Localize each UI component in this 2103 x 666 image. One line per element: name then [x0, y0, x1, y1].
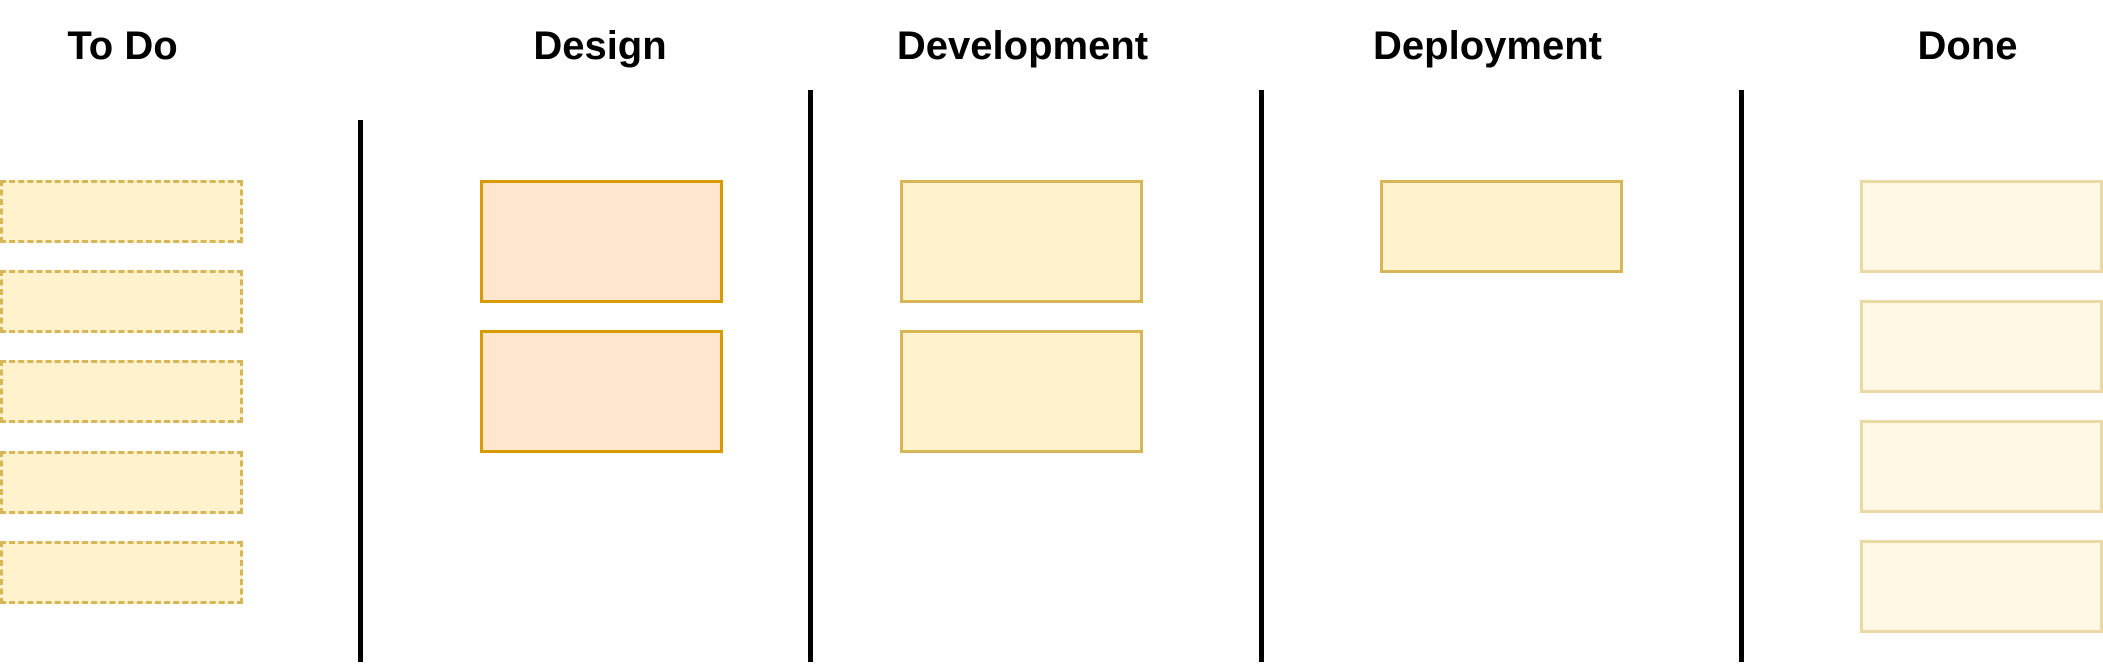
column-title-todo: To Do — [67, 24, 178, 68]
column-divider-2 — [808, 90, 813, 662]
column-title-design: Design — [533, 24, 667, 68]
design-card[interactable] — [480, 180, 723, 303]
todo-card[interactable] — [0, 180, 243, 243]
column-title-done: Done — [1917, 24, 2018, 68]
done-card[interactable] — [1860, 540, 2103, 633]
development-card[interactable] — [900, 180, 1143, 303]
column-divider-1 — [358, 120, 363, 662]
design-card[interactable] — [480, 330, 723, 453]
done-card[interactable] — [1860, 180, 2103, 273]
todo-card[interactable] — [0, 541, 243, 604]
development-card[interactable] — [900, 330, 1143, 453]
column-divider-3 — [1259, 90, 1264, 662]
done-card[interactable] — [1860, 300, 2103, 393]
deployment-card[interactable] — [1380, 180, 1623, 273]
column-title-development: Development — [896, 24, 1149, 68]
done-card[interactable] — [1860, 420, 2103, 513]
column-title-deployment: Deployment — [1373, 24, 1602, 68]
todo-card[interactable] — [0, 451, 243, 514]
todo-card[interactable] — [0, 270, 243, 333]
todo-card[interactable] — [0, 360, 243, 423]
column-divider-4 — [1739, 90, 1744, 662]
